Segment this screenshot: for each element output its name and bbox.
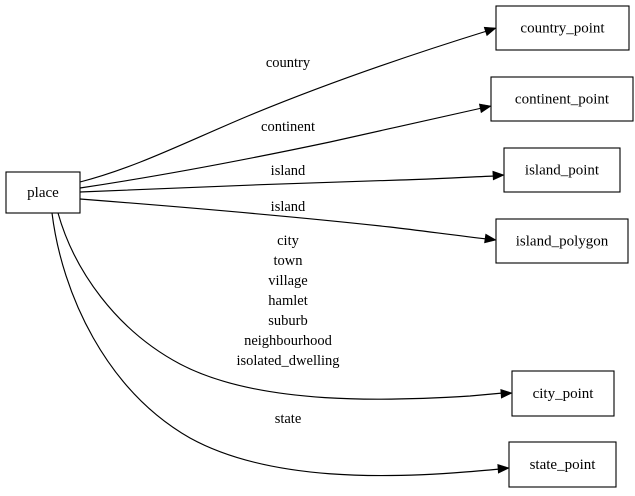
- edge-place-continent_point-line: [79, 107, 483, 189]
- edge-place-state_point-label-line: state: [275, 411, 302, 427]
- edges-layer: [51, 24, 513, 477]
- edge-place-state_point-arrowhead-icon: [497, 463, 510, 474]
- edge-place-country_point-arrowhead-icon: [483, 26, 497, 37]
- edge-place-island_polygon-label-line: island: [271, 199, 306, 215]
- edge-place-island_point-line: [79, 175, 496, 193]
- node-box-continent_point: [490, 76, 634, 122]
- edge-place-continent_point-arrowhead-icon: [478, 103, 492, 114]
- edge-place-city_point-label-line: isolated_dwelling: [236, 353, 339, 369]
- node-box-country_point: [495, 5, 630, 51]
- edge-place-continent_point-label-line: continent: [261, 119, 315, 135]
- edge-place-state_point-line: [51, 212, 501, 477]
- edge-place-continent_point[interactable]: [79, 102, 492, 189]
- node-label-city_point: city_point: [533, 386, 595, 402]
- edge-place-city_point-arrowhead-icon: [500, 388, 513, 399]
- node-island_polygon[interactable]: island_polygon: [495, 218, 629, 264]
- node-island_point[interactable]: island_point: [503, 147, 621, 193]
- node-country_point[interactable]: country_point: [495, 5, 630, 51]
- edge-place-country_point-label: country: [266, 55, 311, 71]
- node-place[interactable]: place: [5, 171, 81, 214]
- edge-place-country_point[interactable]: [79, 24, 497, 183]
- node-label-continent_point: continent_point: [515, 91, 610, 107]
- node-label-state_point: state_point: [530, 457, 597, 473]
- edge-place-country_point-label-line: country: [266, 55, 311, 71]
- edge-place-city_point-line: [57, 212, 504, 400]
- edge-place-island_polygon-line: [79, 198, 488, 240]
- edge-place-country_point-line: [79, 30, 488, 183]
- edge-place-city_point-label-line: hamlet: [268, 293, 307, 309]
- node-box-place: [5, 171, 81, 214]
- node-box-state_point: [508, 441, 617, 488]
- edge-place-state_point-label: state: [275, 411, 302, 427]
- node-city_point[interactable]: city_point: [511, 370, 615, 417]
- edge-place-city_point-label-line: suburb: [268, 313, 307, 329]
- node-state_point[interactable]: state_point: [508, 441, 617, 488]
- edge-place-island_polygon[interactable]: [79, 198, 497, 244]
- edge-place-island_polygon-label: island: [271, 199, 306, 215]
- edge-place-city_point-label-line: neighbourhood: [244, 333, 333, 349]
- edge-place-city_point-label-line: town: [274, 253, 304, 269]
- node-label-island_point: island_point: [525, 162, 600, 178]
- edge-place-island_point-arrowhead-icon: [492, 170, 505, 181]
- node-continent_point[interactable]: continent_point: [490, 76, 634, 122]
- edge-place-city_point-label: city town village hamlet suburb neighbourhood…: [236, 233, 339, 369]
- edge-place-continent_point-label: continent: [261, 119, 315, 135]
- edge-labels-layer: country continent island island city town vill…: [236, 55, 339, 427]
- nodes-layer: place country_point continent_point island_…: [5, 5, 634, 488]
- node-label-country_point: country_point: [520, 20, 605, 36]
- node-box-island_polygon: [495, 218, 629, 264]
- edge-place-state_point[interactable]: [51, 212, 510, 477]
- edge-place-city_point[interactable]: [57, 212, 513, 400]
- edge-place-city_point-label-line: village: [268, 273, 307, 289]
- node-label-place: place: [27, 185, 59, 201]
- edge-place-island_point-label-line: island: [271, 163, 306, 179]
- node-label-island_polygon: island_polygon: [516, 233, 609, 249]
- node-box-island_point: [503, 147, 621, 193]
- edge-place-island_polygon-arrowhead-icon: [484, 233, 497, 244]
- edge-place-island_point-label: island: [271, 163, 306, 179]
- edge-place-island_point[interactable]: [79, 170, 505, 193]
- edge-place-city_point-label-line: city: [277, 233, 299, 249]
- node-box-city_point: [511, 370, 615, 417]
